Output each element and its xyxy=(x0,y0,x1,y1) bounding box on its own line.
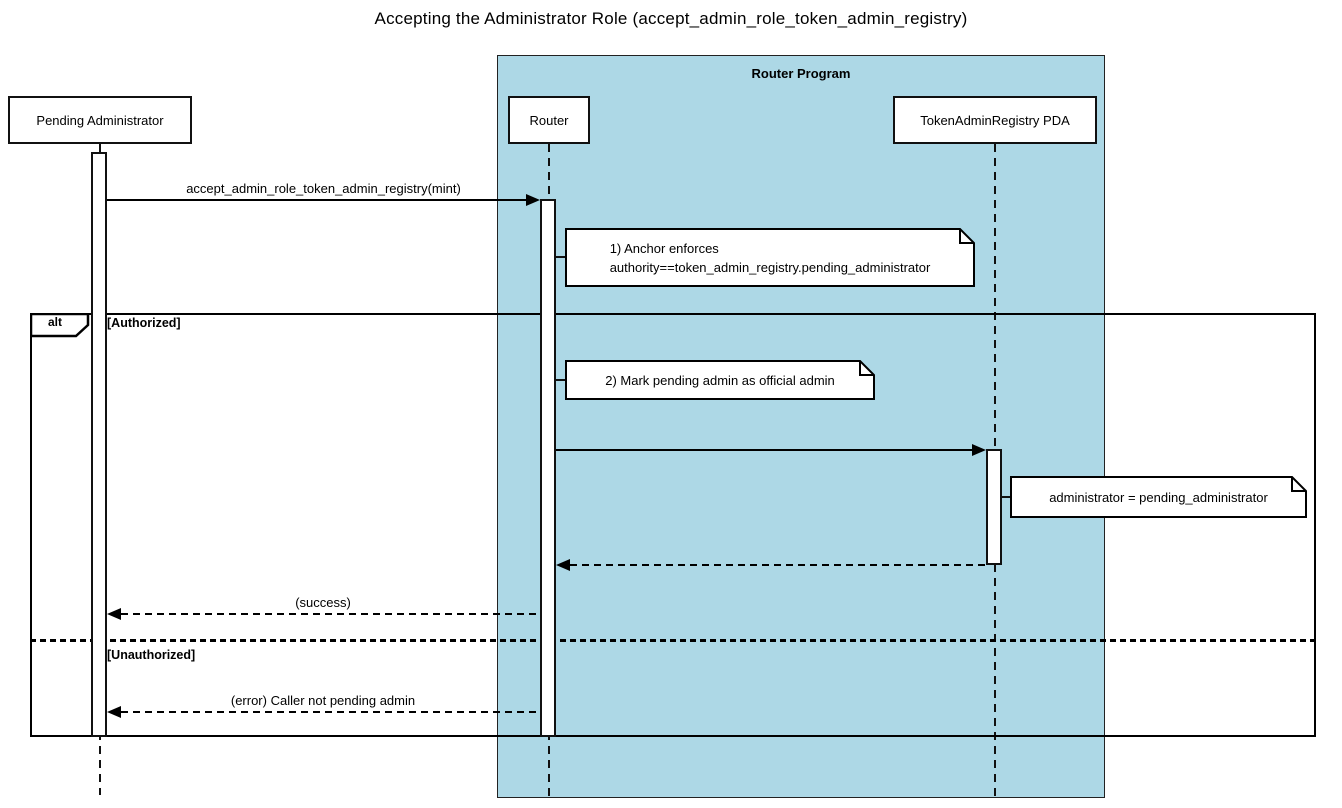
activation-router xyxy=(540,199,556,737)
note-line: authority==token_admin_registry.pending_… xyxy=(609,259,931,275)
router-program-label: Router Program xyxy=(751,66,851,81)
participant-token-admin-registry-pda: TokenAdminRegistry PDA xyxy=(893,96,1097,144)
note-mark-pending-admin: 2) Mark pending admin as official admin xyxy=(565,360,875,400)
note-connector xyxy=(556,379,566,381)
arrow-success-return xyxy=(121,613,540,615)
label-error: (error) Caller not pending admin xyxy=(230,693,416,708)
router-program-container: Router Program xyxy=(497,55,1105,798)
arrowhead-icon xyxy=(107,706,121,718)
participant-pending-administrator: Pending Administrator xyxy=(8,96,192,144)
participant-label: TokenAdminRegistry PDA xyxy=(920,112,1070,128)
note-connector xyxy=(1001,496,1011,498)
arrow-accept-admin-role xyxy=(107,199,527,201)
note-anchor-enforces: 1) Anchor enforces authority==token_admi… xyxy=(565,228,975,287)
note-administrator-assignment: administrator = pending_administrator xyxy=(1010,476,1307,518)
arrow-pda-return xyxy=(570,564,986,566)
participant-label: Pending Administrator xyxy=(36,112,164,128)
alt-operator-badge xyxy=(30,313,90,338)
arrow-router-to-pda xyxy=(556,449,973,451)
note-line: 2) Mark pending admin as official admin xyxy=(605,372,835,388)
alt-frame xyxy=(30,313,1316,737)
note-line: administrator = pending_administrator xyxy=(1049,489,1268,505)
arrowhead-icon xyxy=(526,194,540,206)
arrow-error-return xyxy=(121,711,540,713)
guard-unauthorized: [Unauthorized] xyxy=(107,648,196,662)
alt-operator-label: alt xyxy=(47,315,62,329)
participant-router: Router xyxy=(508,96,590,144)
guard-authorized: [Authorized] xyxy=(107,316,181,330)
activation-pending-administrator xyxy=(91,152,107,737)
participant-label: Router xyxy=(529,112,569,128)
diagram-title: Accepting the Administrator Role (accept… xyxy=(374,9,968,28)
label-success: (success) xyxy=(295,595,351,610)
note-connector xyxy=(556,256,566,258)
label-accept-admin-role: accept_admin_role_token_admin_registry(m… xyxy=(186,181,461,196)
activation-token-admin-registry-pda xyxy=(986,449,1002,565)
arrowhead-icon xyxy=(107,608,121,620)
arrowhead-icon xyxy=(556,559,570,571)
arrowhead-icon xyxy=(972,444,986,456)
alt-divider xyxy=(30,639,1316,642)
note-line: 1) Anchor enforces xyxy=(609,240,719,256)
